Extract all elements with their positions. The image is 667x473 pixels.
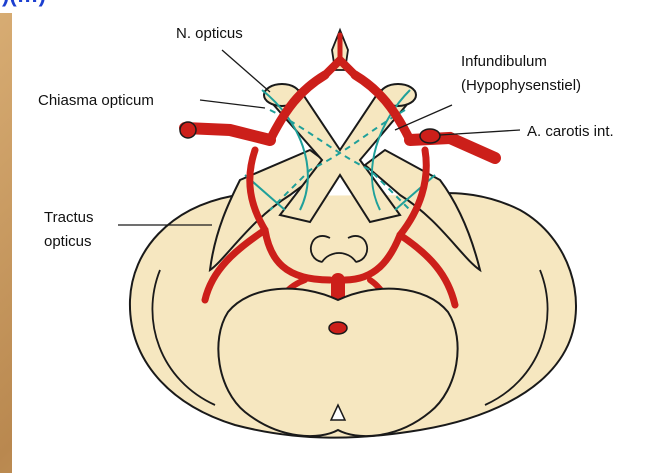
label-opticus: opticus	[44, 233, 92, 250]
label-infundibulum: Infundibulum	[461, 53, 547, 70]
label-hypophysenstiel: (Hypophysenstiel)	[461, 77, 581, 94]
label-tractus: Tractus	[44, 209, 93, 226]
label-chiasma-opticum: Chiasma opticum	[38, 92, 154, 109]
label-carotis: A. carotis int.	[527, 123, 614, 140]
basilar-end	[329, 322, 347, 334]
label-n-opticus: N. opticus	[176, 25, 243, 42]
carotis-end-right	[420, 129, 440, 143]
carotis-end-left	[180, 122, 196, 138]
